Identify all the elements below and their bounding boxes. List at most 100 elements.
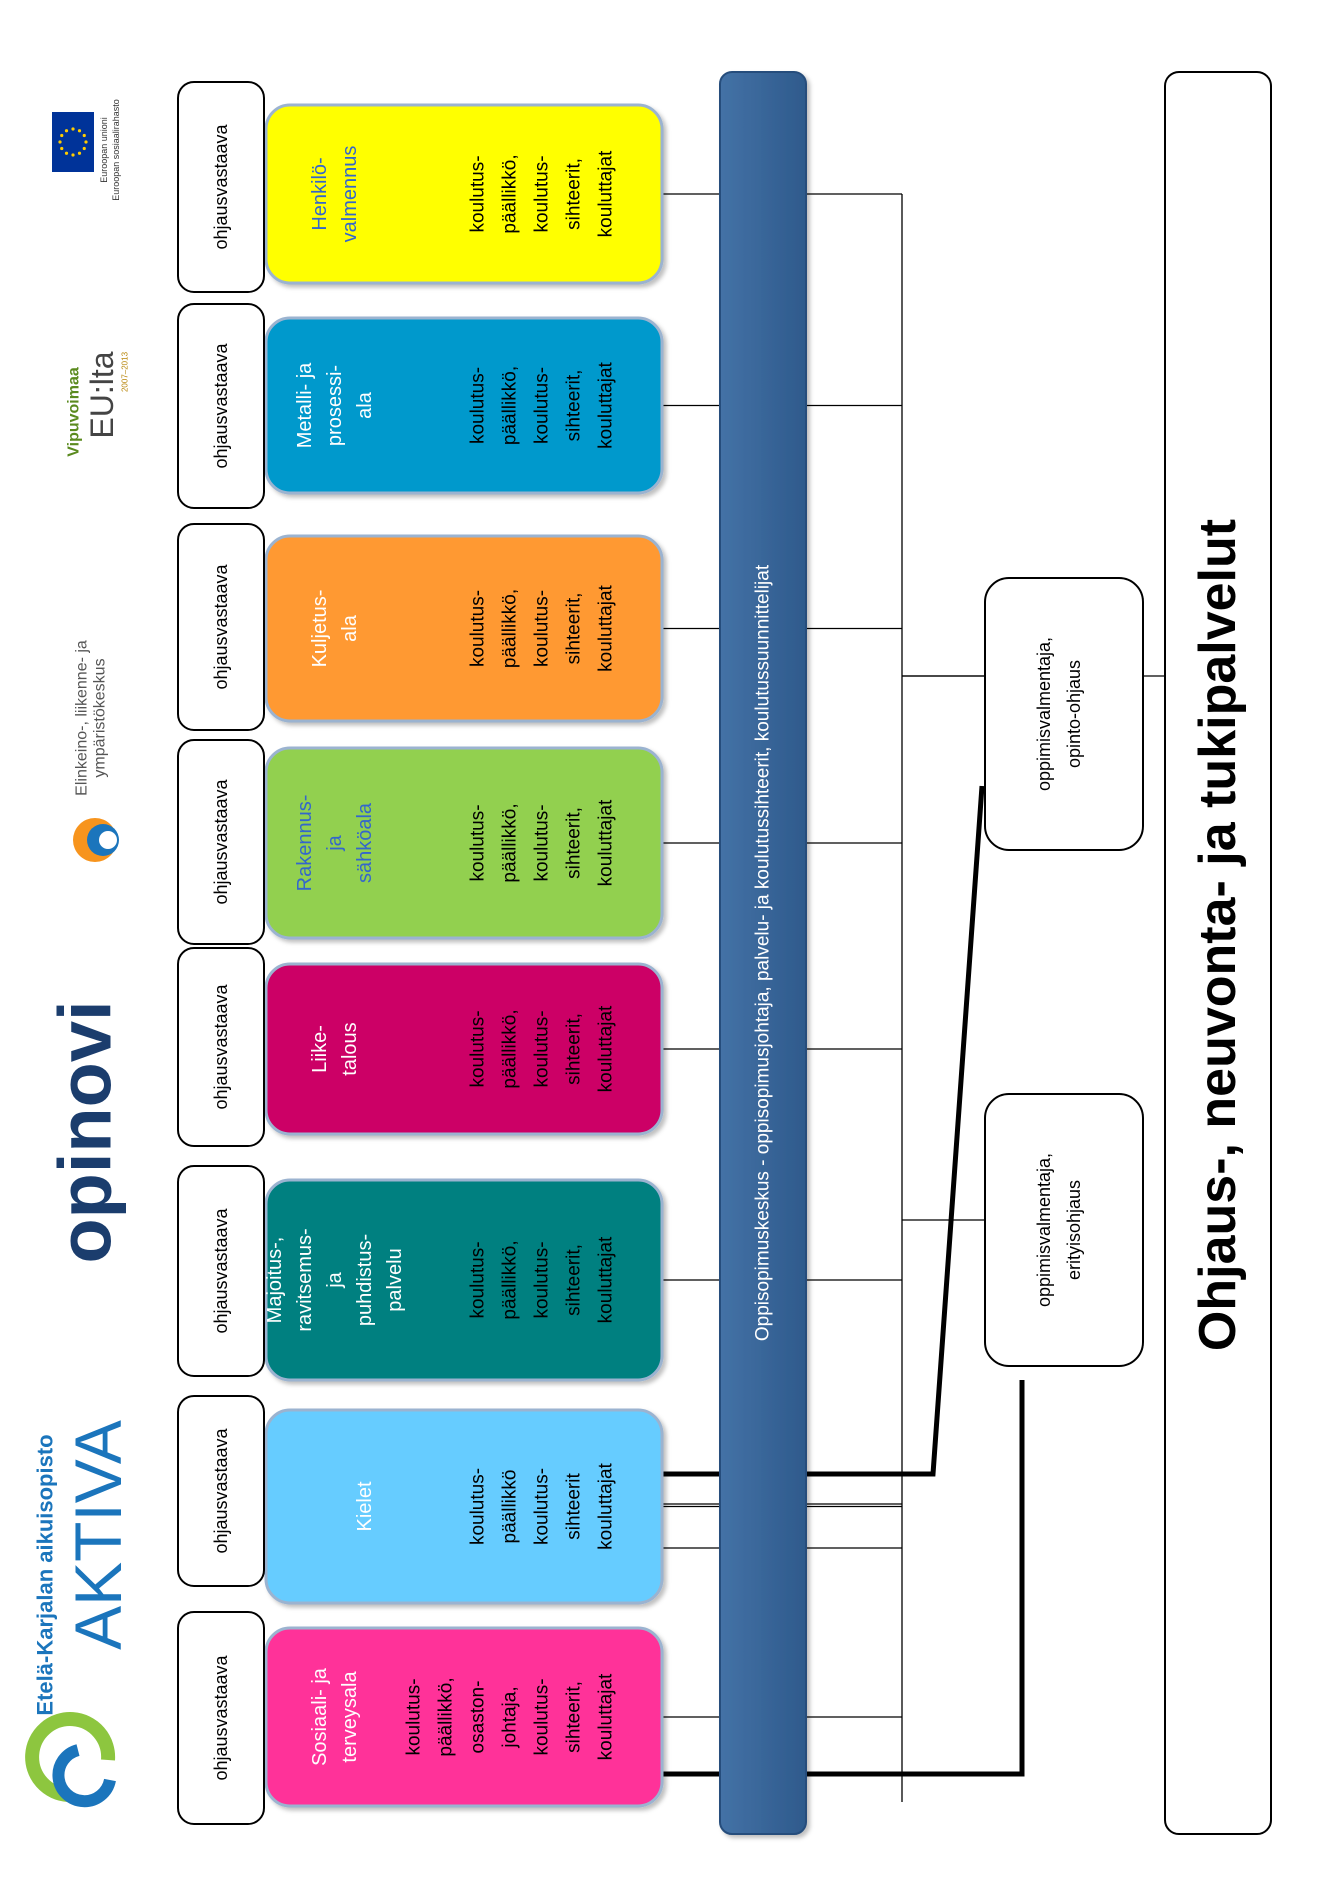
program-staff: päällikkö,	[500, 154, 521, 233]
program-staff: koulutus-	[468, 804, 489, 881]
program-staff: sihteerit,	[564, 807, 585, 879]
ohjausvastaava-label: ohjausvastaava	[211, 123, 231, 249]
ohjausvastaava-label: ohjausvastaava	[211, 342, 231, 468]
eu-logo-line2: Euroopan sosiaalirahasto	[111, 99, 121, 201]
program-staff: koulutus-	[468, 590, 489, 667]
program-staff: koulutus-	[468, 155, 489, 232]
ohjausvastaava-boxes: ohjausvastaava ohjausvastaava ohjausvastaa…	[177, 81, 265, 1825]
ohjausvastaava-box: ohjausvastaava	[177, 1395, 265, 1587]
aktiva-swoosh-icon	[25, 1712, 116, 1802]
program-staff: kouluttajat	[596, 1673, 617, 1760]
program-staff: koulutus-	[468, 367, 489, 444]
program-staff: koulutus-	[532, 367, 553, 444]
vipuvoimaa-line1: Vipuvoimaa	[66, 367, 83, 457]
eu-star-icon	[64, 129, 69, 133]
program-name: Sosiaali- ja	[309, 1667, 331, 1766]
program-name: Kuljetus-	[309, 590, 331, 668]
program-name: prosessi-	[324, 365, 346, 446]
program-name: Henkilö-	[309, 157, 331, 230]
support-box-label: oppimisvalmentaja,	[1034, 1153, 1054, 1307]
program-name: Kielet	[354, 1481, 376, 1531]
program-name: palvelu	[384, 1248, 406, 1311]
ohjausvastaava-box: ohjausvastaava	[177, 739, 265, 945]
ohjausvastaava-bg	[177, 81, 265, 293]
aktiva-logo-subtitle: Etelä-Karjalan aikuisopisto	[33, 1434, 58, 1715]
program-staff: päällikkö,	[500, 803, 521, 882]
central-bar	[719, 71, 807, 1835]
program-name: ja	[324, 1271, 346, 1288]
ohjausvastaava-box: ohjausvastaava	[177, 1611, 265, 1825]
program-staff: koulutus-	[468, 1241, 489, 1318]
support-box: oppimisvalmentaja,erityisohjaus	[984, 1093, 1144, 1367]
thick-connector-sote	[806, 1380, 1025, 1777]
ohjausvastaava-label: ohjausvastaava	[211, 983, 231, 1109]
support-box-label: opinto-ohjaus	[1064, 660, 1084, 768]
program-name: terveysala	[339, 1671, 361, 1763]
ohjausvastaava-bg	[177, 1611, 265, 1825]
support-box-bg	[984, 577, 1144, 851]
ohjausvastaava-bg	[177, 739, 265, 945]
ohjausvastaava-label: ohjausvastaava	[211, 1427, 231, 1553]
program-staff: koulutus-	[532, 1468, 553, 1545]
aktiva-swoosh-icon	[52, 1744, 116, 1808]
program-staff: kouluttajat	[596, 1462, 617, 1549]
ohjausvastaava-bg	[177, 523, 265, 731]
opinovi-wordmark: opinovi	[44, 1000, 127, 1263]
eu-flag-icon	[52, 112, 94, 172]
program-staff: kouluttajat	[596, 584, 617, 671]
support-boxes: oppimisvalmentaja,erityisohjausoppimisva…	[984, 577, 1144, 1367]
program-staff: koulutus-	[532, 1678, 553, 1755]
program-name: ja	[324, 834, 346, 851]
eu-star-icon	[60, 146, 64, 151]
program-name: Liike-	[309, 1025, 331, 1073]
ely-logo-line2: ympäristökeskus	[92, 658, 109, 777]
program-box-bg	[264, 1178, 664, 1382]
ohjausvastaava-box: ohjausvastaava	[177, 303, 265, 509]
program-box-bg	[264, 746, 664, 940]
central-bar-group: Oppisopimuskeskus - oppisopimusjohtaja, …	[719, 71, 807, 1835]
program-staff: koulutus-	[532, 804, 553, 881]
eu-star-icon	[60, 133, 64, 138]
program-staff: sihteerit,	[564, 1244, 585, 1316]
program-staff: sihteerit,	[564, 158, 585, 230]
program-staff: koulutus-	[532, 1241, 553, 1318]
program-name: ala	[354, 391, 376, 419]
eu-star-icon	[77, 151, 82, 155]
program-staff: kouluttajat	[596, 150, 617, 237]
program-name: Rakennus-	[294, 795, 316, 892]
ohjausvastaava-label: ohjausvastaava	[211, 778, 231, 904]
ely-emblem-icon	[99, 831, 117, 849]
program-staff: sihteerit,	[564, 1681, 585, 1753]
ohjausvastaava-label: ohjausvastaava	[211, 563, 231, 689]
title-box	[1164, 71, 1272, 1835]
program-staff: sihteerit,	[564, 370, 585, 442]
eu-star-icon	[64, 151, 69, 155]
program-name: Majoitus-,	[264, 1237, 286, 1324]
vipuvoimaa-line3: 2007–2013	[121, 351, 130, 392]
eu-star-icon	[58, 140, 62, 144]
eu-star-icon	[82, 146, 86, 151]
ohjausvastaava-box: ohjausvastaava	[177, 81, 265, 293]
eu-star-icon	[84, 140, 88, 144]
ely-logo-line1: Elinkeino-, liikenne- ja	[74, 640, 91, 796]
program-staff: päällikkö,	[500, 1009, 521, 1088]
program-staff: päällikkö,	[500, 589, 521, 668]
ohjausvastaava-bg	[177, 1395, 265, 1587]
program-staff: osaston-	[468, 1681, 489, 1754]
program-name: ravitsemus-	[294, 1228, 316, 1331]
ohjausvastaava-bg	[177, 947, 265, 1147]
aktiva-logo-wordmark: AKTIVA	[61, 1420, 135, 1650]
program-staff: sihteerit,	[564, 1013, 585, 1085]
